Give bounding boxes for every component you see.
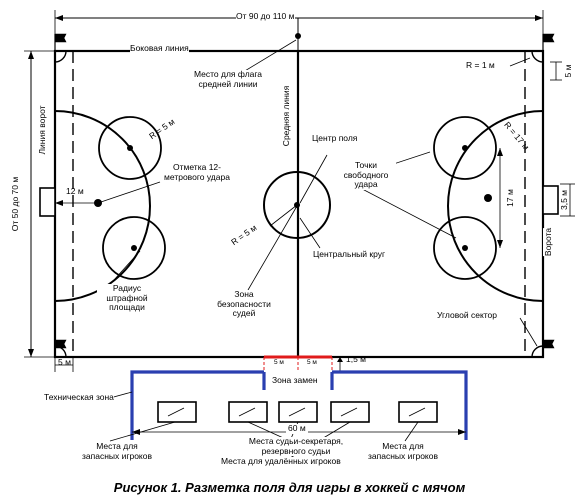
referee-zone-label: Зона безопасности судей	[211, 289, 277, 319]
penalty-mark-label: Отметка 12-метрового удара	[160, 162, 234, 183]
removed-label: Места для удалённых игроков	[221, 456, 341, 467]
bench-box	[330, 401, 370, 423]
width-label: От 90 до 110 м	[236, 11, 295, 22]
bench-box	[228, 401, 268, 423]
dist-5-left-label: 5 м	[58, 357, 71, 367]
flag-label: Место для флага средней линии	[188, 69, 268, 90]
technical-zone-outline	[130, 370, 468, 440]
bench-box	[157, 401, 197, 423]
penalty-arc-right	[447, 110, 544, 302]
sub-5b-label: 5 м	[307, 359, 317, 366]
corner-sector-label: Угловой сектор	[437, 310, 498, 321]
goal-line-label: Линия ворот	[37, 105, 47, 155]
bench-left-label: Места для запасных игроков	[80, 441, 154, 462]
secretary-label: Места судьи-секретаря, резервного судьи	[238, 436, 354, 457]
center-circle	[263, 171, 331, 239]
arrow-left	[55, 15, 63, 21]
dist-60-label: 60 м	[286, 423, 308, 434]
arrow-right	[535, 15, 543, 21]
free-kick-circle-left-bottom	[102, 216, 166, 280]
figure-caption: Рисунок 1. Разметка поля для игры в хокк…	[113, 480, 466, 495]
dist-17-label: 17 м	[505, 189, 515, 207]
middle-line-label: Средняя линия	[281, 85, 291, 147]
bench-box	[398, 401, 438, 423]
corner-flag-icon	[54, 33, 67, 51]
sub-5a-label: 5 м	[274, 359, 284, 366]
center-label: Центр поля	[312, 133, 358, 144]
bench-box	[278, 401, 318, 423]
sub-zone-label: Зона замен	[272, 375, 318, 386]
radius-corner-label: R = 1 м	[466, 60, 495, 70]
goal-width-label: 3,5 м	[559, 189, 569, 211]
dist-1-5-label: 1,5 м	[346, 354, 367, 364]
free-kick-circle-right-bottom	[433, 216, 497, 280]
goal-left	[39, 187, 56, 217]
penalty-mark-right	[484, 194, 492, 202]
goal-label: Ворота	[543, 227, 553, 257]
dist-12-label: 12 м	[66, 186, 84, 196]
dist-5-right-label: 5 м	[563, 64, 573, 78]
free-kick-circle-right-top	[433, 116, 497, 180]
central-circle-label: Центральный круг	[313, 249, 386, 260]
bench-right-label: Места для запасных игроков	[366, 441, 440, 462]
side-line-label: Боковая линия	[130, 43, 189, 54]
tech-zone-label: Техническая зона	[44, 392, 114, 403]
penalty-arc-left	[54, 110, 151, 302]
height-label: От 50 до 70 м	[10, 176, 20, 232]
free-kick-circle-left-top	[98, 116, 162, 180]
penalty-radius-label: Радиус штрафной площади	[97, 283, 157, 313]
free-kick-label: Точки свободного удара	[336, 160, 396, 190]
goal-right	[542, 185, 559, 215]
